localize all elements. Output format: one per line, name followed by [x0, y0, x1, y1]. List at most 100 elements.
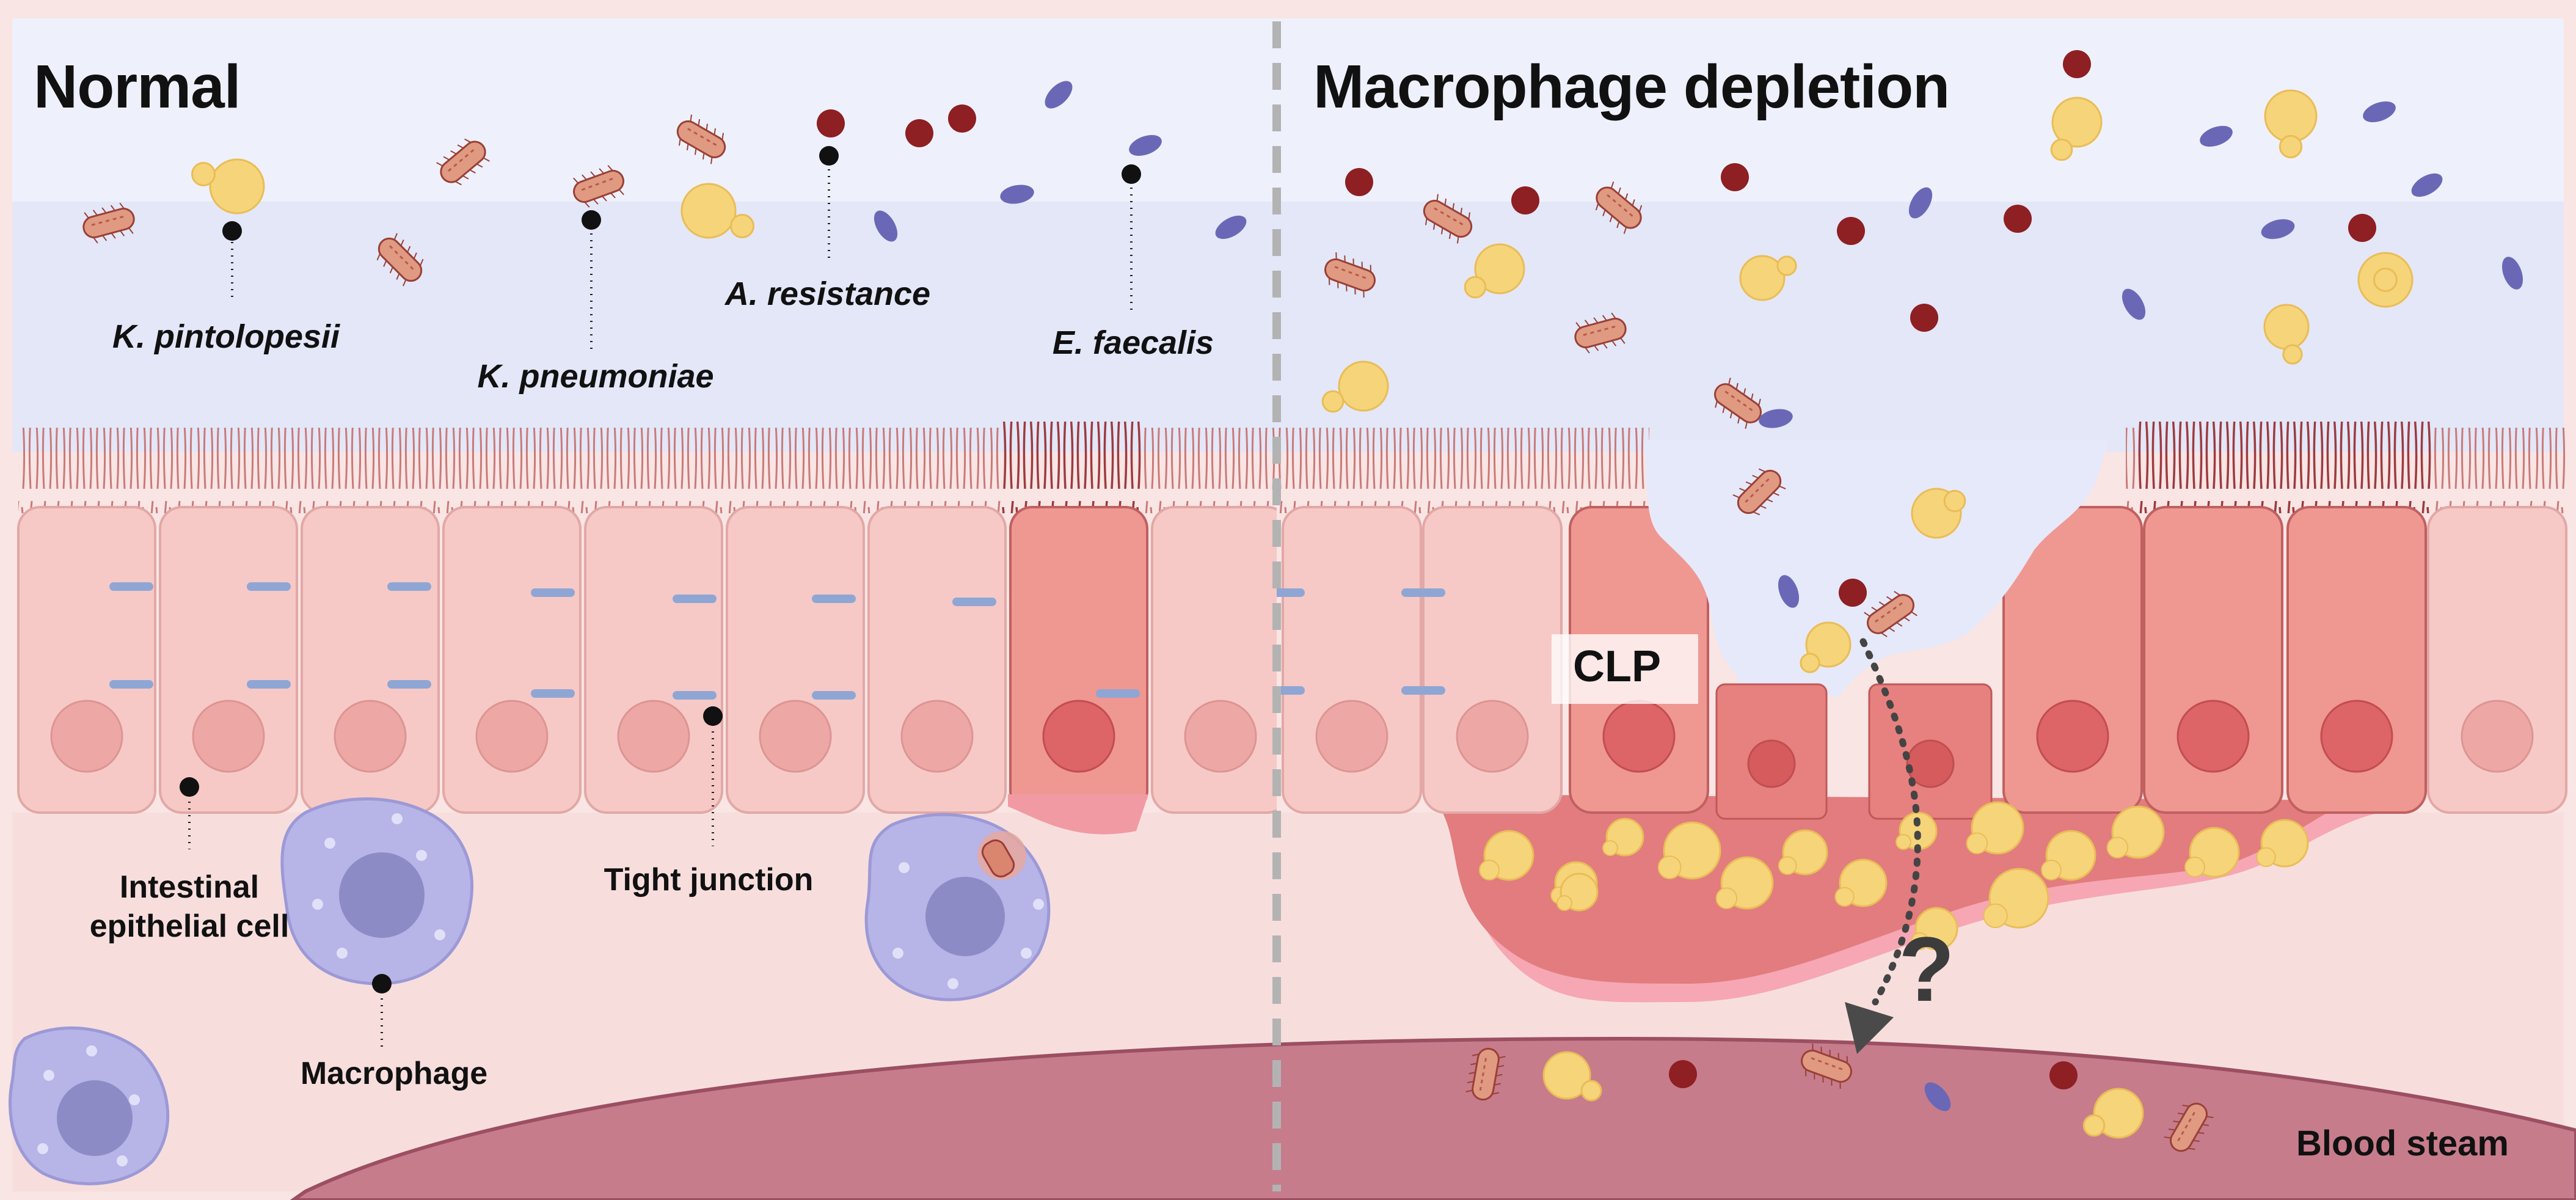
e-faecalis-oval [874, 210, 898, 242]
a-resistance-coccus [1910, 304, 1938, 332]
cell-nucleus [617, 700, 690, 773]
cell-nucleus [2176, 700, 2250, 773]
granule [43, 1070, 54, 1081]
granule [37, 1143, 48, 1154]
a-resistance-coccus [1511, 186, 1539, 214]
tight-junction-strand [247, 582, 291, 591]
translocation-arrow [1845, 638, 1921, 1054]
a-resistance-coccus [1839, 579, 1867, 607]
label-intestinal-epithelial-cell: Intestinal epithelial cell [90, 868, 290, 946]
clp-label-background [1552, 634, 1698, 704]
tissue-yeast-bud [1911, 932, 1929, 951]
k-pneumoniae-rod [2164, 1102, 2214, 1152]
label-macrophage: Macrophage [300, 1056, 488, 1091]
a-resistance-coccus [905, 119, 933, 147]
e-faecalis-oval [1778, 575, 1800, 608]
e-faecalis-oval [2122, 288, 2146, 320]
tissue-yeast-bud [2106, 836, 2129, 858]
granule [129, 1094, 140, 1105]
granule [117, 1155, 128, 1166]
k-pneumoniae-rod [376, 233, 424, 287]
tight-junction-strand [387, 680, 431, 689]
k-pintolopesii-yeast [2264, 89, 2318, 159]
tissue-yeast-bud [1657, 855, 1682, 879]
e-faecalis-oval [1215, 215, 1247, 240]
cell-nucleus [1184, 700, 1257, 773]
k-pintolopesii-yeast [680, 183, 754, 239]
k-pintolopesii-yeast [2263, 304, 2310, 365]
cell-nucleus [334, 700, 407, 773]
a-resistance-coccus [2348, 214, 2376, 242]
k-pneumoniae-rod [1574, 312, 1627, 354]
tight-junction-strand [673, 691, 717, 700]
blood-vessel [290, 1036, 2576, 1200]
tight-junction-strand [109, 582, 153, 591]
cell-nucleus [1042, 700, 1115, 773]
cell-nucleus [50, 700, 123, 773]
tight-junction-strand [1401, 686, 1445, 695]
tissue-yeast-bud [1556, 895, 1572, 911]
e-faecalis-oval [1759, 409, 1793, 428]
brush-border [18, 422, 2566, 513]
granule [312, 899, 323, 910]
microbes [82, 50, 2523, 1152]
granule [416, 850, 427, 861]
tight-junction-strand [1096, 689, 1140, 698]
k-pintolopesii-yeast [1542, 1051, 1602, 1102]
label-intestinal-line1: Intestinal [119, 869, 260, 905]
k-pneumoniae-rod [1801, 1043, 1852, 1089]
k-pintolopesii-yeast [191, 158, 265, 214]
k-pneumoniae-rod [436, 138, 490, 186]
granule [434, 929, 445, 940]
e-faecalis-oval [2200, 125, 2233, 147]
k-pneumoniae-rod [1595, 181, 1643, 234]
label-k-pintolopesii: K. pintolopesii [112, 318, 340, 355]
tissue-yeast-bud [1834, 887, 1855, 907]
cell-nucleus [759, 700, 832, 773]
k-pneumoniae-rod [573, 165, 624, 208]
cell-nucleus [2320, 700, 2393, 773]
k-pneumoniae-rod [1324, 252, 1376, 298]
tight-junction-strand [673, 595, 717, 603]
tissue-yeast-bud [1715, 887, 1738, 909]
tight-junction-strand [952, 598, 996, 606]
cell-nucleus [1315, 700, 1388, 773]
e-faecalis-oval [2501, 257, 2523, 290]
k-pneumoniae-rod [82, 202, 135, 244]
k-pintolopesii-yeast [1464, 243, 1525, 299]
tight-junction-strand [1277, 686, 1305, 695]
k-pneumoniae-rod [676, 114, 726, 164]
a-resistance-coccus [817, 109, 845, 137]
tissue-yeast-cluster [1479, 801, 2309, 951]
granule [892, 948, 903, 959]
cell-nucleus [900, 700, 974, 773]
label-blood-stream: Blood steam [2296, 1124, 2509, 1163]
tight-junction-strand [531, 588, 575, 597]
a-resistance-coccus [2004, 205, 2032, 233]
cell-nucleus [192, 700, 265, 773]
k-pintolopesii-yeast [1800, 621, 1852, 673]
a-resistance-coccus [2049, 1061, 2078, 1089]
tight-junction-strand [1277, 588, 1305, 597]
tissue-yeast-bud [2256, 847, 2276, 868]
e-faecalis-oval [1045, 81, 1073, 109]
tight-junction-strand [531, 689, 575, 698]
damaged-cell-edge [1008, 794, 1148, 835]
tissue-yeast-bud [1966, 832, 1988, 854]
label-e-faecalis: E. faecalis [1052, 324, 1214, 361]
label-clp: CLP [1573, 642, 1661, 691]
cell-nucleus [2036, 700, 2109, 773]
e-faecalis-oval [2363, 101, 2396, 123]
panel-title-macrophage-depletion: Macrophage depletion [1313, 53, 1950, 121]
pointers [188, 156, 1133, 1048]
k-pintolopesii-yeast [2357, 252, 2414, 308]
tight-junction-strand [109, 680, 153, 689]
tissue-yeast-bud [2184, 857, 2205, 877]
macrophage-granules [37, 813, 1044, 1166]
tissue-yeast-bud [1778, 856, 1797, 875]
k-pneumoniae-rod [1864, 591, 1917, 637]
k-pintolopesii-yeast [1911, 488, 1966, 539]
e-faecalis-oval [2411, 173, 2443, 197]
label-a-resistance: A. resistance [724, 276, 931, 312]
